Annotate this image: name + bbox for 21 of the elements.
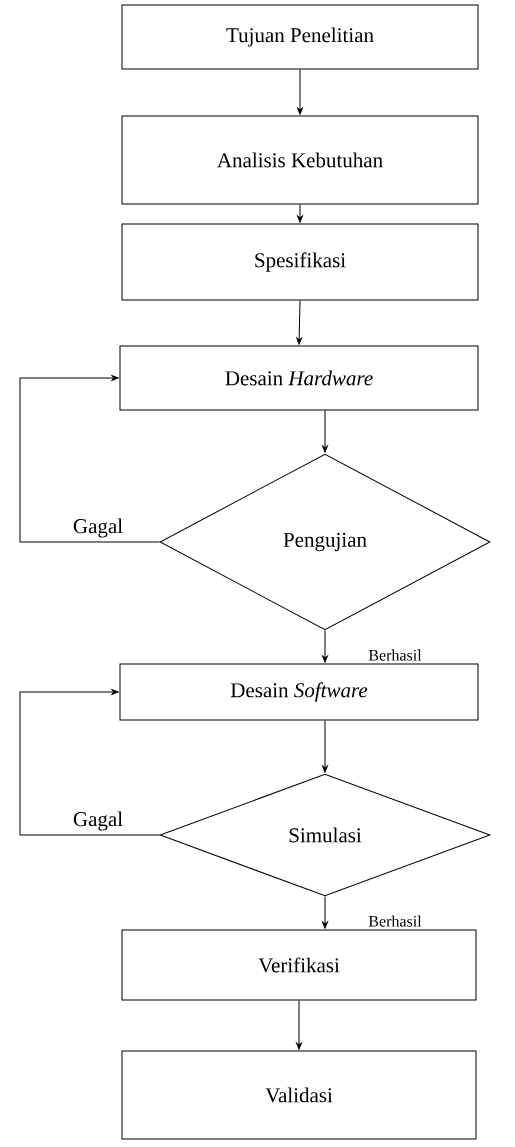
edge-label: Berhasil: [367, 914, 423, 928]
process-box: Desain Hardware: [119, 345, 479, 411]
edge-label: Gagal: [71, 810, 125, 832]
process-box: Tujuan Penelitian: [121, 4, 479, 70]
arrow: [322, 410, 328, 453]
arrow: [322, 630, 328, 663]
arrow: [296, 300, 303, 345]
process-box: Validasi: [121, 1050, 477, 1140]
process-box: Verifikasi: [121, 929, 477, 1001]
arrow: [296, 1000, 302, 1050]
edge-label: Gagal: [71, 517, 125, 539]
arrow: [322, 720, 328, 773]
arrow: [19, 689, 160, 836]
process-box: Spesifikasi: [121, 223, 479, 301]
arrow: [297, 69, 303, 115]
arrow: [19, 375, 160, 543]
process-box: Analisis Kebutuhan: [121, 115, 479, 205]
arrow: [297, 204, 303, 223]
arrow: [322, 896, 328, 929]
edge-label: Berhasil: [367, 648, 423, 662]
process-box: Desain Software: [119, 663, 479, 721]
